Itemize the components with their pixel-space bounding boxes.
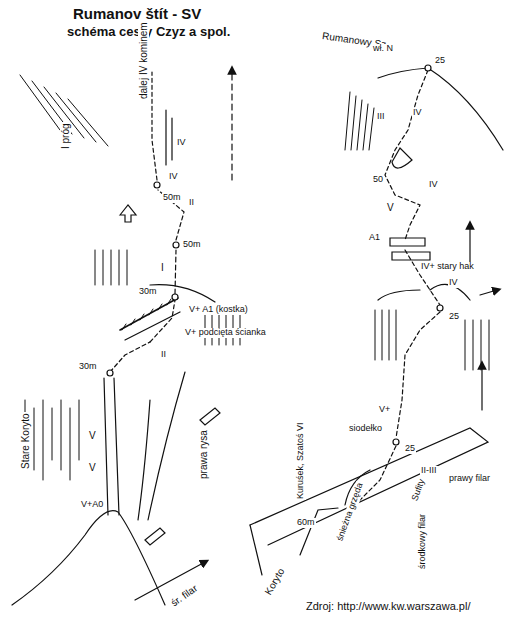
rock-stroke (473, 320, 474, 370)
rock-stroke (369, 108, 374, 150)
rock-stroke (68, 99, 108, 146)
route-label: 25 (448, 312, 460, 322)
route-label: prawa rysa (198, 429, 209, 480)
rock-stroke (396, 310, 397, 360)
title: Rumanov štít - SV (72, 6, 202, 23)
route-label: IV (168, 172, 179, 182)
route-label: Kuruśek, Szatoś VI (296, 421, 306, 500)
route-label: A1 (368, 233, 381, 243)
route-label: IV+ stary hak (420, 262, 475, 272)
route-label: wł. N (372, 44, 394, 54)
rock-stroke (363, 104, 368, 150)
route-label: IV (448, 278, 459, 288)
rock-stroke (119, 250, 120, 285)
rock-stroke (52, 408, 53, 460)
route-label: II-III (420, 466, 438, 476)
route-label: 30m (138, 287, 158, 297)
route-label: IV (412, 108, 423, 118)
rock-stroke (70, 408, 71, 480)
route-label: 60m (296, 518, 316, 528)
route-label: V+ podcięta ścianka (184, 328, 267, 338)
rock-stroke (382, 310, 383, 360)
rock-stroke (481, 320, 482, 370)
rock-stroke (103, 250, 104, 285)
rock-stroke (465, 320, 466, 370)
route-label: V+ A1 (kostka) (188, 305, 249, 315)
route-label: dalej IV kominem (138, 21, 149, 100)
rock-stroke (61, 400, 62, 470)
rock-stroke (389, 310, 390, 360)
route-label: V (88, 462, 97, 473)
route-label: prawy filar (448, 474, 491, 484)
rock-stroke (127, 250, 128, 285)
route-label: 25 (434, 56, 446, 66)
route-label: 50m (162, 193, 182, 203)
route-label: III (376, 112, 386, 122)
caption: Zdroj: http://www.kw.warszawa.pl/ (305, 600, 471, 612)
route-label: Stare Koryto (20, 412, 31, 470)
rock-stroke (95, 250, 96, 285)
route-label: V+ (378, 405, 391, 415)
route-label: siodełko (348, 424, 383, 434)
rock-stroke (351, 96, 356, 150)
route-label: 30m (78, 362, 98, 372)
route-label: V+A0 (80, 500, 104, 510)
route-label: II (188, 198, 195, 208)
rock-stroke (489, 320, 490, 370)
route-label: I (160, 262, 165, 273)
route-label: 50 (372, 175, 384, 185)
rock-stroke (79, 400, 80, 460)
rock-stroke (20, 75, 60, 130)
route-label: I próg (60, 122, 71, 150)
route-label: 50m (182, 240, 202, 250)
rock-stroke (357, 100, 362, 150)
rock-stroke (34, 408, 35, 470)
rock-stroke (345, 92, 350, 150)
route-label: II (160, 350, 167, 360)
route-label: Sufity (410, 477, 428, 503)
route-label: V (88, 430, 97, 441)
route-label: Koryto (262, 565, 287, 597)
route-label: środkowy filar (418, 513, 428, 570)
route-label: IV (176, 138, 187, 148)
route-label: 25 (404, 444, 416, 454)
rock-stroke (111, 250, 112, 285)
rock-stroke (43, 400, 44, 480)
route-label: IV (428, 180, 439, 190)
route-label: śr. filar (168, 582, 200, 609)
rock-stroke (375, 310, 376, 360)
route-label: V (386, 202, 395, 213)
